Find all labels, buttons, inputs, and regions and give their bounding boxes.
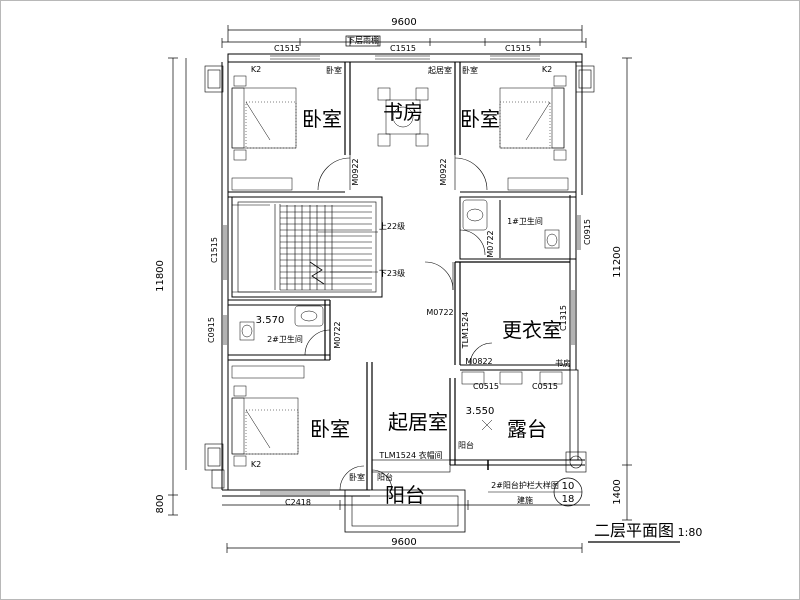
walls [221, 35, 585, 533]
label-balcony-small-b: 阳台 [377, 472, 393, 482]
k2-nw: K2 [251, 65, 261, 74]
room-bedroom-nw: 卧室 [302, 107, 342, 131]
elevation-3570: 3.570 [256, 315, 285, 326]
railing-detail-note: 2#阳台护栏大样图 [491, 480, 559, 490]
room-bedroom-sw: 卧室 [310, 417, 350, 441]
windows [223, 55, 581, 495]
furniture [231, 75, 569, 467]
dimension-lines [168, 25, 632, 553]
window-c1315: C1315 [559, 305, 568, 331]
label-bedroom-small-nw: 卧室 [326, 65, 342, 75]
elevation-3550: 3.550 [466, 406, 495, 417]
k2-sw: K2 [251, 460, 261, 469]
door-m0922-left: M0922 [351, 158, 360, 185]
door-m0822: M0822 [465, 357, 492, 366]
room-bedroom-ne: 卧室 [460, 107, 500, 131]
label-bedroom-small-ne: 卧室 [462, 65, 478, 75]
right-lower-dimension: 1400 [612, 479, 623, 504]
window-c0915-left: C0915 [207, 317, 216, 343]
label-study-small: 书房 [555, 358, 571, 368]
room-terrace: 露台 [507, 417, 547, 441]
room-living: 起居室 [388, 410, 448, 434]
bathroom-1-label: 1#卫生间 [507, 216, 543, 226]
room-balcony: 阳台 [385, 483, 425, 507]
window-c1515-left: C1515 [210, 237, 219, 263]
window-c0515-b: C0515 [532, 382, 558, 391]
window-c1515-b: C1515 [390, 44, 416, 53]
stair-up-label: 上22级 [379, 221, 405, 231]
drawing-scale: 1:80 [678, 526, 703, 539]
window-c0915-right: C0915 [583, 219, 592, 245]
detail-ref-sheet: 18 [562, 494, 575, 505]
room-study: 书房 [383, 100, 423, 124]
doors [304, 155, 493, 491]
canopy-label: 下层雨棚 [347, 35, 379, 45]
ac-units [204, 65, 595, 489]
detail-ref-symbol [488, 477, 583, 507]
window-c1515-a: C1515 [274, 44, 300, 53]
staircase [232, 204, 378, 293]
label-living-small-top: 起居室 [428, 65, 452, 75]
door-m0922-right: M0922 [439, 158, 448, 185]
left-lower-dimension: 800 [155, 494, 166, 513]
window-c1515-c: C1515 [505, 44, 531, 53]
window-c2418: C2418 [285, 498, 311, 507]
label-balcony-small: 阳台 [458, 440, 474, 450]
door-tlm1524-vertical: TLM1524 [461, 312, 470, 350]
detail-ref-number: 10 [562, 481, 575, 492]
door-tlm1524-horizontal: TLM1524 衣帽间 [378, 450, 442, 460]
railing-detail-note-2: 建施 [517, 495, 533, 505]
door-m0722-a: M0722 [486, 230, 495, 257]
door-m0722-c: M0722 [333, 321, 342, 348]
drawing-title: 二层平面图 [594, 521, 674, 540]
top-width-dimension: 9600 [391, 17, 416, 28]
k2-ne: K2 [542, 65, 552, 74]
room-wardrobe: 更衣室 [502, 318, 562, 342]
window-c0515-a: C0515 [473, 382, 499, 391]
door-m0722-b: M0722 [426, 308, 453, 317]
bottom-width-dimension: 9600 [391, 537, 416, 548]
left-height-dimension: 11800 [155, 260, 166, 292]
right-height-dimension: 11200 [612, 246, 623, 278]
bathroom-2-label: 2#卫生间 [267, 334, 303, 344]
stair-down-label: 下23级 [379, 268, 405, 278]
label-bedroom-small-sw: 卧室 [349, 472, 365, 482]
